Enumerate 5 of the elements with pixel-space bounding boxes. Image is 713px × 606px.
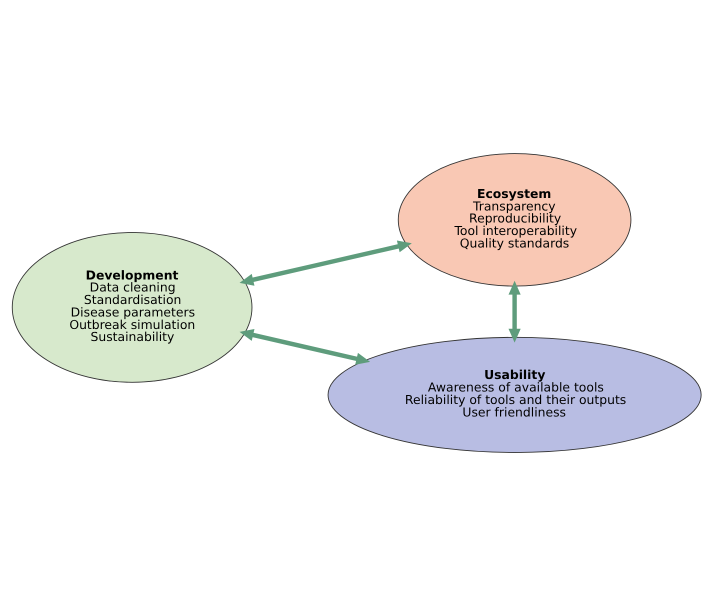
- node-ellipse: Development Data cleaning Standardisation Disease parameters Outbreak simulation Sustainability: [12, 232, 252, 383]
- arrow: [240, 329, 370, 365]
- arrow: [508, 280, 521, 343]
- node-ellipse: Usability Awareness of available tools Reliability of tools and their outputs User friendliness: [328, 336, 702, 453]
- arrow: [240, 240, 412, 286]
